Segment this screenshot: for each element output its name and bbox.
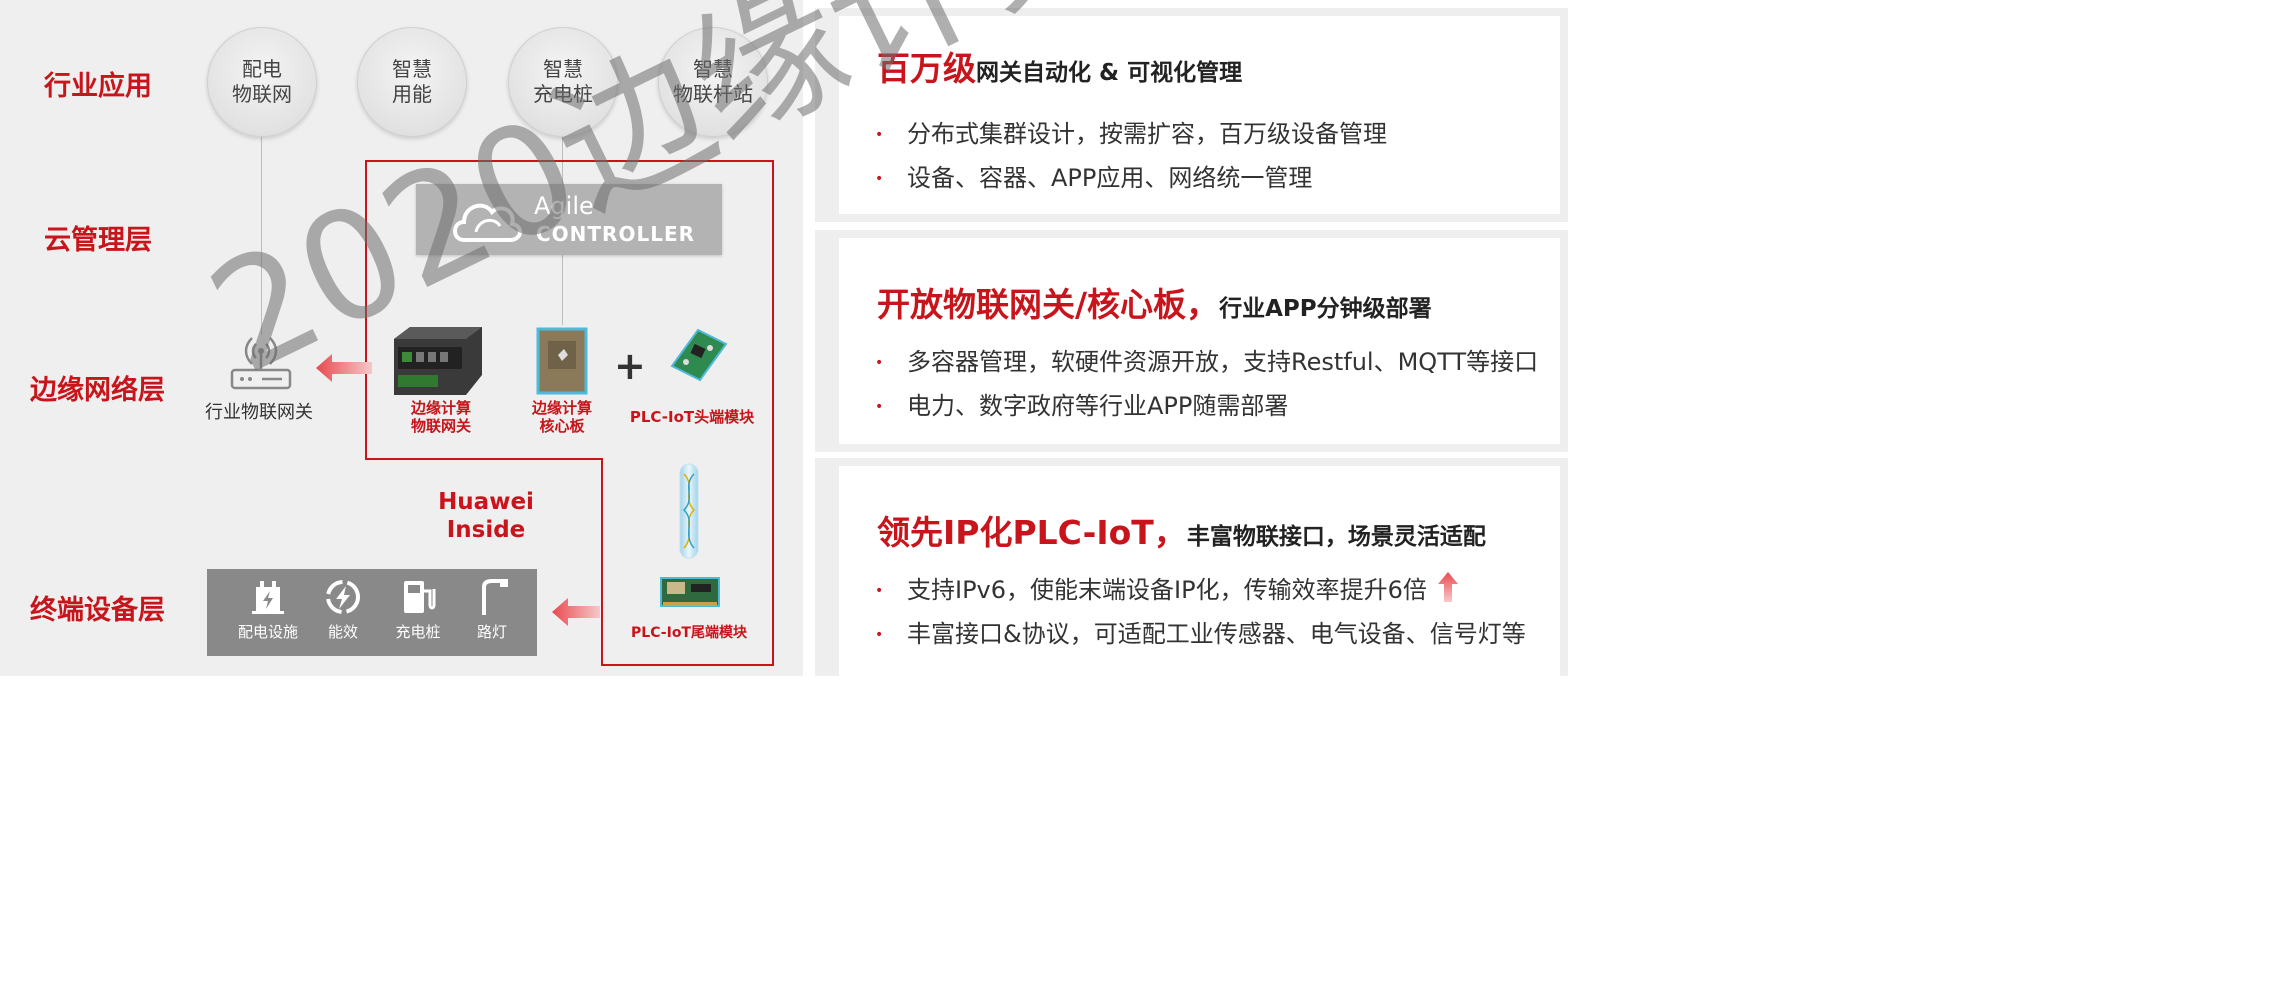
controller-title-agile: Agile <box>534 192 594 220</box>
connector-line <box>562 255 563 325</box>
router-icon <box>230 337 292 390</box>
agile-controller-banner: Agile CONTROLLER <box>416 184 722 255</box>
card-title: 百万级网关自动化 & 可视化管理 <box>877 49 1243 88</box>
feature-card-management: 百万级网关自动化 & 可视化管理 •分布式集群设计，按需扩容，百万级设备管理 •… <box>815 8 1568 222</box>
card-bullet: •多容器管理，软硬件资源开放，支持Restful、MQTT等接口 <box>875 348 1539 376</box>
cloud-logo-icon <box>453 203 522 242</box>
card-title: 开放物联网关/核心板，行业APP分钟级部署 <box>877 285 1432 324</box>
huawei-inside-frame-top <box>365 160 774 460</box>
card-bullet: •电力、数字政府等行业APP随需部署 <box>875 392 1289 420</box>
terminal-devices-box: 配电设施 能效 充电桩 路灯 <box>207 569 537 656</box>
edge-gateway-device-image <box>394 327 482 395</box>
architecture-panel: 行业应用 云管理层 边缘网络层 终端设备层 配电物联网 智慧用能 智慧充电桩 智… <box>0 0 803 676</box>
controller-title-controller: CONTROLLER <box>536 222 696 246</box>
app-circle-smart-charging: 智慧充电桩 <box>508 27 618 137</box>
app-circle-smart-pole: 智慧物联杆站 <box>658 27 768 137</box>
edge-gateway-label: 边缘计算物联网关 <box>410 399 471 435</box>
connector-line <box>261 135 262 335</box>
layer-label-terminal: 终端设备层 <box>30 595 165 626</box>
power-facility-icon <box>252 581 284 614</box>
feature-card-open-gateway: 开放物联网关/核心板，行业APP分钟级部署 •多容器管理，软硬件资源开放，支持R… <box>815 230 1568 452</box>
plc-tail-label: PLC-IoT尾端模块 <box>631 625 747 641</box>
layer-label-industry: 行业应用 <box>44 71 152 102</box>
plc-head-module-image <box>670 328 728 382</box>
card-bullet: •支持IPv6，使能末端设备IP化，传输效率提升6倍 <box>875 570 1459 605</box>
card-bullet: •设备、容器、APP应用、网络统一管理 <box>875 164 1313 192</box>
energy-efficiency-icon <box>326 580 360 614</box>
huawei-inside-frame-bottom <box>601 458 774 666</box>
app-circle-smart-energy: 智慧用能 <box>357 27 467 137</box>
plc-tail-module-image <box>660 577 720 607</box>
card-bullet: •丰富接口&协议，可适配工业传感器、电气设备、信号灯等 <box>875 620 1526 648</box>
charging-pile-icon <box>404 581 436 613</box>
streetlight-icon <box>482 579 508 615</box>
arrow-up-icon <box>1438 572 1459 602</box>
terminal-item-streetlight: 路灯 <box>457 579 527 642</box>
arrow-left-icon <box>316 354 372 382</box>
terminal-item-efficiency: 能效 <box>308 579 378 642</box>
huawei-inside-frame-step <box>365 458 601 460</box>
core-board-image <box>536 327 588 395</box>
industry-gateway-label: 行业物联网关 <box>205 402 313 423</box>
feature-card-plc-iot: 领先IP化PLC-IoT，丰富物联接口，场景灵活适配 •支持IPv6，使能末端设… <box>815 458 1568 676</box>
layer-label-edge: 边缘网络层 <box>30 375 165 406</box>
plus-sign: + <box>614 344 646 388</box>
app-circle-power-iot: 配电物联网 <box>207 27 317 137</box>
layer-label-cloud: 云管理层 <box>44 225 152 256</box>
arrow-left-icon <box>552 598 600 626</box>
plc-head-label: PLC-IoT头端模块 <box>629 408 755 426</box>
terminal-item-power: 配电设施 <box>233 579 303 642</box>
card-title: 领先IP化PLC-IoT，丰富物联接口，场景灵活适配 <box>877 513 1486 552</box>
terminal-item-charging: 充电桩 <box>383 579 453 642</box>
plc-signal-tube-image <box>679 463 699 559</box>
core-board-label: 边缘计算核心板 <box>531 399 592 435</box>
card-bullet: •分布式集群设计，按需扩容，百万级设备管理 <box>875 120 1387 148</box>
